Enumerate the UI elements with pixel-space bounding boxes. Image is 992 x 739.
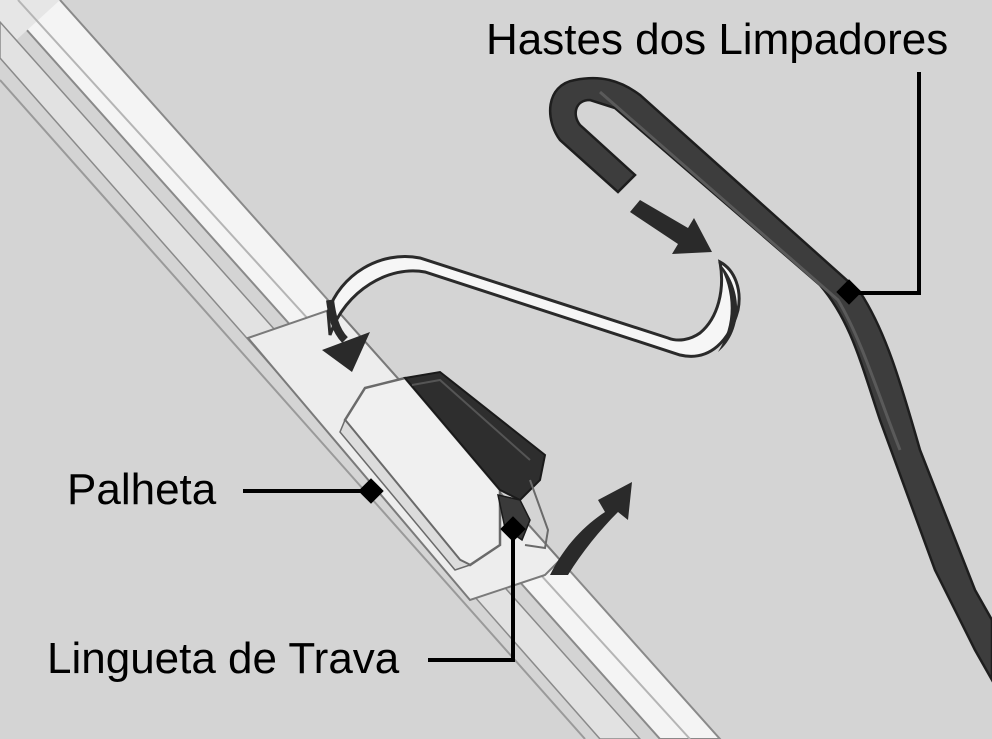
blade-leader-marker [358,478,384,504]
wiper-blade-label: Palheta [67,465,217,514]
lift-arrow-shape [550,482,632,575]
arm-highlight [599,90,902,451]
arm-leader-marker [836,279,862,305]
wiper-arm-label: Hastes dos Limpadores [486,15,949,64]
lock-tab-label: Lingueta de Trava [47,634,400,683]
push-arrow-icon [630,200,712,254]
leader-lines [243,72,921,662]
ribbon-shadow [718,262,738,352]
blade-lower-edge [0,79,586,739]
blade-clip [339,370,550,571]
ribbon-arrowhead [322,332,370,372]
ribbon-outline [326,255,741,358]
arm-leader-line [852,72,921,295]
curved-arrow-icon [322,255,741,372]
clip-side [339,418,472,571]
ribbon-tail [326,299,348,343]
lock-tab-leader-line [428,530,515,662]
lock-tab-leader-marker [500,516,526,542]
lift-arrow-icon [550,482,632,575]
clip-tab-outline [524,479,550,550]
clip-receiver [403,370,547,502]
push-arrow-shape [630,200,712,254]
clip-receiver-highlight [411,378,531,461]
